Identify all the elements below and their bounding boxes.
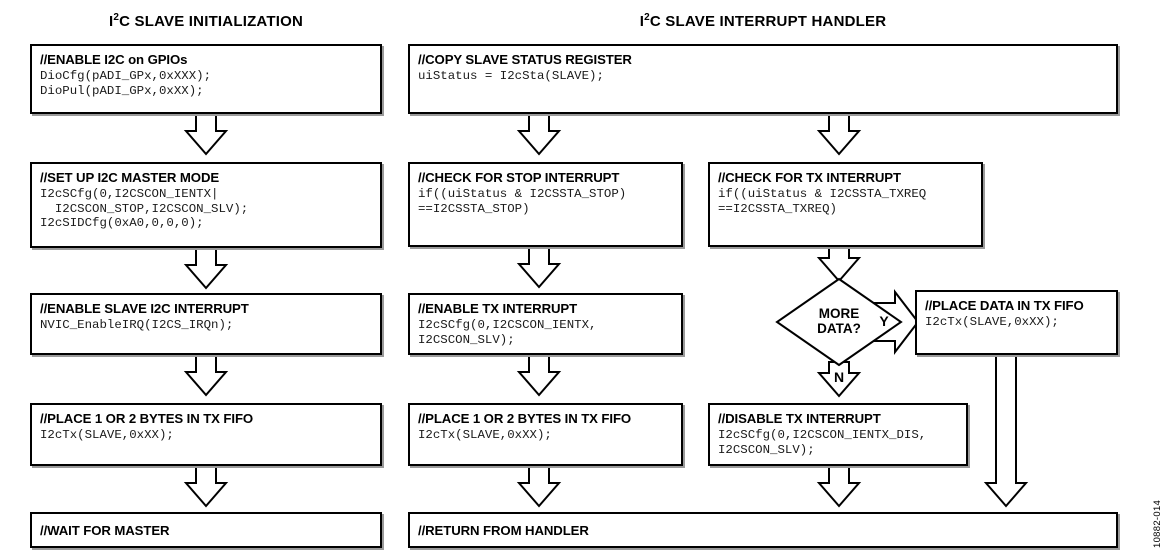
branch-label-no: N bbox=[833, 369, 845, 385]
node-header: //SET UP I2C MASTER MODE bbox=[40, 170, 220, 185]
arrow-check-tx-to-decision bbox=[816, 246, 862, 283]
figure-id-label: 10882-014 bbox=[1152, 499, 1162, 548]
title-superscript: 2 bbox=[113, 12, 120, 23]
node-place-bytes-left[interactable]: //PLACE 1 OR 2 BYTES IN TX FIFO I2cTx(SL… bbox=[30, 403, 382, 466]
node-code: if((uiStatus & I2CSSTA_TXREQ ==I2CSSTA_T… bbox=[718, 187, 927, 216]
node-wait-for-master[interactable]: //WAIT FOR MASTER bbox=[30, 512, 382, 548]
arrow-check-stop-to-enable-tx bbox=[516, 246, 562, 289]
node-code: I2cTx(SLAVE,0xXX); bbox=[418, 428, 552, 442]
node-code: I2cTx(SLAVE,0xXX); bbox=[925, 315, 1059, 329]
column-title-interrupt-handler: I2C SLAVE INTERRUPT HANDLER bbox=[408, 12, 1118, 31]
node-header: //PLACE DATA IN TX FIFO bbox=[925, 298, 1084, 313]
node-setup-master-mode[interactable]: //SET UP I2C MASTER MODE I2cSCfg(0,I2CSC… bbox=[30, 162, 382, 248]
arrow-status-to-check-stop bbox=[516, 113, 562, 156]
title-text-pre: I bbox=[639, 13, 645, 30]
node-header: //CHECK FOR TX INTERRUPT bbox=[718, 170, 901, 185]
node-check-stop-interrupt[interactable]: //CHECK FOR STOP INTERRUPT if((uiStatus … bbox=[408, 162, 683, 247]
branch-label-yes: Y bbox=[879, 313, 889, 329]
node-place-bytes-mid[interactable]: //PLACE 1 OR 2 BYTES IN TX FIFO I2cTx(SL… bbox=[408, 403, 683, 466]
node-header: //CHECK FOR STOP INTERRUPT bbox=[418, 170, 620, 185]
arrow-place-bytes-to-return bbox=[516, 465, 562, 508]
node-return-from-handler[interactable]: //RETURN FROM HANDLER bbox=[408, 512, 1118, 548]
node-disable-tx-interrupt[interactable]: //DISABLE TX INTERRUPT I2cSCfg(0,I2CSCON… bbox=[708, 403, 968, 466]
node-enable-slave-irq[interactable]: //ENABLE SLAVE I2C INTERRUPT NVIC_Enable… bbox=[30, 293, 382, 355]
arrow-init-2-to-3 bbox=[183, 247, 229, 290]
node-code: if((uiStatus & I2CSSTA_STOP) ==I2CSSTA_S… bbox=[418, 187, 627, 216]
node-code: I2cSCfg(0,I2CSCON_IENTX, I2CSCON_SLV); bbox=[418, 318, 597, 347]
node-enable-tx-interrupt[interactable]: //ENABLE TX INTERRUPT I2cSCfg(0,I2CSCON_… bbox=[408, 293, 683, 355]
node-header: //DISABLE TX INTERRUPT bbox=[718, 411, 881, 426]
arrow-init-4-to-5 bbox=[183, 465, 229, 508]
arrow-disable-tx-to-return bbox=[816, 465, 862, 508]
title-text-pre: I bbox=[109, 13, 114, 30]
arrow-place-data-to-return bbox=[983, 354, 1029, 508]
arrow-enable-tx-to-place-bytes bbox=[516, 354, 562, 397]
arrow-status-to-check-tx bbox=[816, 113, 862, 156]
column-title-initialization: I2C SLAVE INITIALIZATION bbox=[30, 12, 382, 31]
node-check-tx-interrupt[interactable]: //CHECK FOR TX INTERRUPT if((uiStatus & … bbox=[708, 162, 983, 247]
node-header: //ENABLE TX INTERRUPT bbox=[418, 301, 578, 316]
node-header: //COPY SLAVE STATUS REGISTER bbox=[418, 52, 632, 67]
node-code: DioCfg(pADI_GPx,0xXXX); DioPul(pADI_GPx,… bbox=[40, 69, 212, 98]
node-header: //PLACE 1 OR 2 BYTES IN TX FIFO bbox=[418, 411, 632, 426]
node-header: //RETURN FROM HANDLER bbox=[418, 523, 589, 538]
node-copy-status-register[interactable]: //COPY SLAVE STATUS REGISTER uiStatus = … bbox=[408, 44, 1118, 114]
title-superscript: 2 bbox=[644, 12, 650, 23]
arrow-init-3-to-4 bbox=[183, 354, 229, 397]
node-header: //ENABLE I2C on GPIOs bbox=[40, 52, 188, 67]
node-code: uiStatus = I2cSta(SLAVE); bbox=[418, 69, 604, 83]
node-header: //ENABLE SLAVE I2C INTERRUPT bbox=[40, 301, 249, 316]
title-text-post: C SLAVE INTERRUPT HANDLER bbox=[649, 13, 887, 30]
node-code: I2cSCfg(0,I2CSCON_IENTX| I2CSCON_STOP,I2… bbox=[40, 187, 249, 231]
node-header: //WAIT FOR MASTER bbox=[40, 523, 170, 538]
node-code: NVIC_EnableIRQ(I2CS_IRQn); bbox=[40, 318, 234, 332]
node-header: //PLACE 1 OR 2 BYTES IN TX FIFO bbox=[40, 411, 254, 426]
node-code: I2cSCfg(0,I2CSCON_IENTX_DIS, I2CSCON_SLV… bbox=[718, 428, 927, 457]
node-code: I2cTx(SLAVE,0xXX); bbox=[40, 428, 174, 442]
arrow-init-1-to-2 bbox=[183, 113, 229, 156]
node-enable-i2c-gpio[interactable]: //ENABLE I2C on GPIOs DioCfg(pADI_GPx,0x… bbox=[30, 44, 382, 114]
title-text-post: C SLAVE INITIALIZATION bbox=[119, 13, 303, 30]
node-place-data-tx-fifo[interactable]: //PLACE DATA IN TX FIFO I2cTx(SLAVE,0xXX… bbox=[915, 290, 1118, 355]
